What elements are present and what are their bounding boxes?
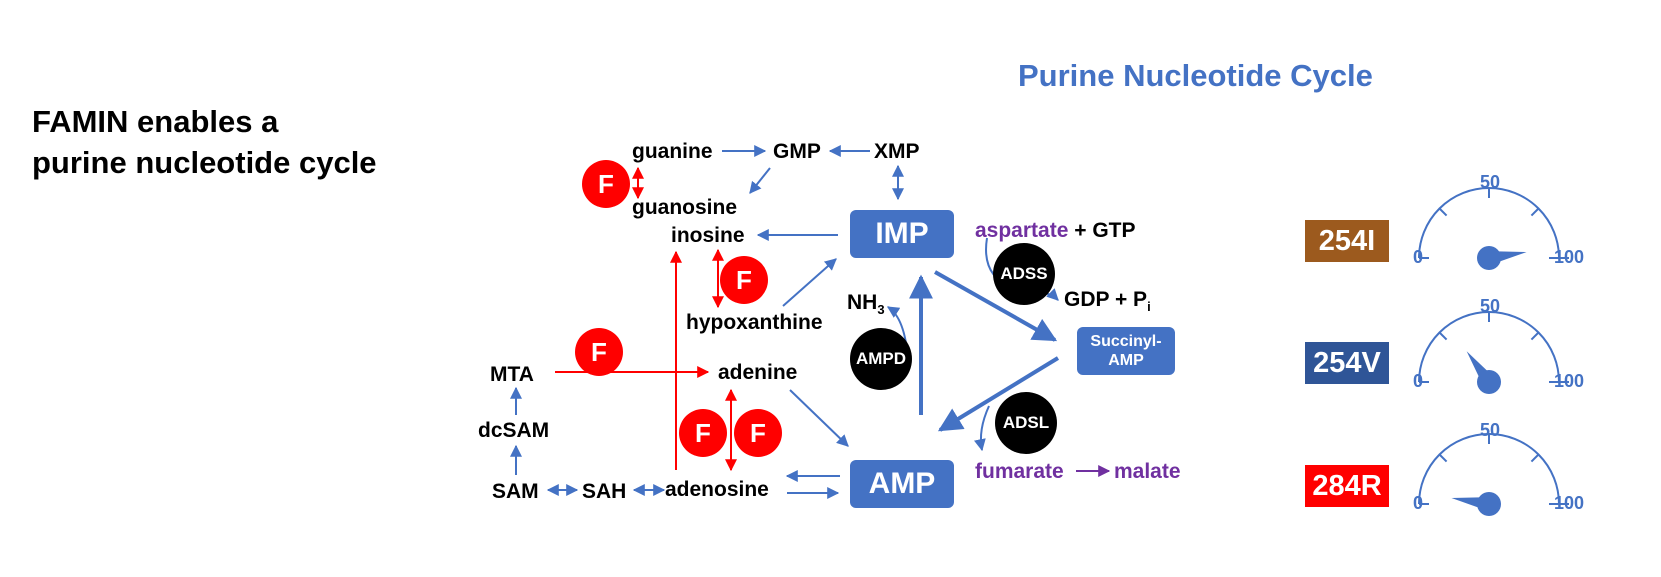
variant-badge-284R: 284R: [1305, 465, 1389, 507]
arrow-hypoxanthine-imp: [782, 258, 837, 307]
metabolite-gdp-pi: GDP + Pi: [1064, 289, 1151, 313]
arrow-imp-succinylamp: [934, 270, 1058, 342]
arrow-gmp-guanosine: [749, 167, 771, 194]
gauge-2: [1418, 311, 1569, 394]
metabolite-xmp: XMP: [874, 140, 920, 163]
headline-line-2: purine nucleotide cycle: [32, 145, 377, 180]
succinyl-amp-line-1: Succinyl-: [1090, 333, 1162, 350]
gauge-tick: [1530, 453, 1540, 463]
gauge-2-label-50: 50: [1480, 296, 1501, 316]
gauge-1-label-0: 0: [1413, 247, 1424, 267]
gauge-2-label-100: 100: [1554, 371, 1585, 391]
famin-mark-guanine: F: [582, 160, 630, 208]
gauge-3-label-100: 100: [1554, 493, 1585, 513]
gauge-tick: [1530, 331, 1540, 341]
metabolite-adenine: adenine: [718, 361, 798, 384]
famin-mark-adenosine-2: F: [734, 409, 782, 457]
nh3-subscript: 3: [877, 302, 885, 318]
enzyme-ampd: AMPD: [850, 328, 912, 390]
arrow-adsl-fumarate: [974, 405, 990, 452]
succinyl-amp-line-2: AMP: [1108, 352, 1144, 369]
headline-line-1: FAMIN enables a: [32, 104, 279, 139]
pi-subscript: i: [1147, 299, 1151, 315]
arrow-succinylamp-amp: [937, 356, 1060, 432]
metabolite-nh3: NH3: [847, 292, 885, 316]
metabolite-sam: SAM: [492, 480, 539, 503]
gauge-hub: [1477, 492, 1501, 516]
metabolite-fumarate: fumarate: [975, 460, 1064, 483]
gauge-3: [1418, 433, 1569, 516]
gauge-hub: [1477, 370, 1501, 394]
aspartate-label: aspartate: [975, 219, 1069, 242]
gauge-3-label-50: 50: [1480, 420, 1501, 440]
metabolite-mta: MTA: [490, 363, 534, 386]
metabolite-inosine: inosine: [671, 224, 745, 247]
gauge-1: [1418, 187, 1569, 270]
metabolite-guanine: guanine: [632, 140, 713, 163]
famin-mark-inosine: F: [720, 256, 768, 304]
cycle-title: Purine Nucleotide Cycle: [1018, 58, 1373, 93]
gauges: [1418, 187, 1569, 516]
gauge-3-label-0: 0: [1413, 493, 1424, 513]
gauge-2-label-0: 0: [1413, 371, 1424, 391]
succinyl-amp-box: Succinyl- AMP: [1077, 327, 1175, 375]
gdp-label: GDP + P: [1064, 288, 1148, 311]
variant-badge-254I: 254I: [1305, 220, 1389, 262]
gtp-label: + GTP: [1074, 219, 1136, 242]
gauge-1-label-100: 100: [1554, 247, 1585, 267]
gauge-tick: [1438, 207, 1448, 217]
metabolite-dcsam: dcSAM: [478, 419, 550, 442]
metabolite-sah: SAH: [582, 480, 627, 503]
gauge-tick: [1530, 207, 1540, 217]
metabolite-aspartate-gtp: aspartate + GTP: [975, 220, 1136, 241]
metabolite-malate: malate: [1114, 460, 1181, 483]
headline: FAMIN enables a purine nucleotide cycle: [32, 101, 377, 183]
gauge-tick: [1438, 331, 1448, 341]
metabolite-gmp: GMP: [773, 140, 821, 163]
arrow-adenine-amp: [789, 389, 849, 447]
metabolite-guanosine: guanosine: [632, 196, 738, 219]
metabolite-hypoxanthine: hypoxanthine: [686, 311, 823, 334]
famin-mark-mta: F: [575, 328, 623, 376]
enzyme-adss: ADSS: [993, 243, 1055, 305]
famin-mark-adenosine-1: F: [679, 409, 727, 457]
gauge-1-label-50: 50: [1480, 172, 1501, 192]
imp-box: IMP: [850, 210, 954, 258]
enzyme-adsl: ADSL: [995, 392, 1057, 454]
gauge-hub: [1477, 246, 1501, 270]
variant-badge-254V: 254V: [1305, 342, 1389, 384]
amp-box: AMP: [850, 460, 954, 508]
metabolite-adenosine: adenosine: [665, 478, 769, 501]
nh3-label: NH: [847, 291, 878, 314]
gauge-tick: [1438, 453, 1448, 463]
